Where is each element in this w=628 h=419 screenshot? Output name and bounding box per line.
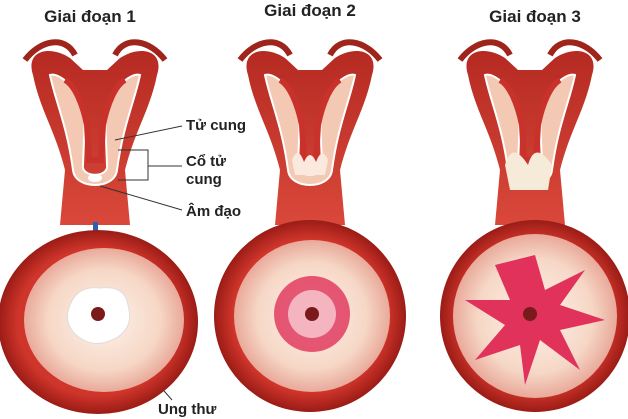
cervix-label-line2: cung bbox=[186, 171, 222, 188]
stage-1-tumor bbox=[88, 174, 102, 182]
stage-2-title: Giai đoạn 2 bbox=[264, 1, 356, 20]
stage-3-title: Giai đoạn 3 bbox=[489, 7, 581, 26]
vagina-label: Âm đạo bbox=[186, 202, 241, 220]
stage-3-uterus bbox=[460, 42, 600, 225]
stage-3-tumor bbox=[505, 152, 552, 190]
stage-2-uterus bbox=[240, 42, 380, 225]
cancer-label: Ung thư bbox=[158, 401, 216, 418]
stage-1-title: Giai đoạn 1 bbox=[44, 7, 136, 26]
cervix-label-line1: Cổ tử bbox=[186, 153, 226, 170]
uterus-label: Tử cung bbox=[186, 117, 246, 134]
stage-2-tumor bbox=[292, 152, 328, 175]
stage-3-lesion bbox=[465, 255, 605, 385]
